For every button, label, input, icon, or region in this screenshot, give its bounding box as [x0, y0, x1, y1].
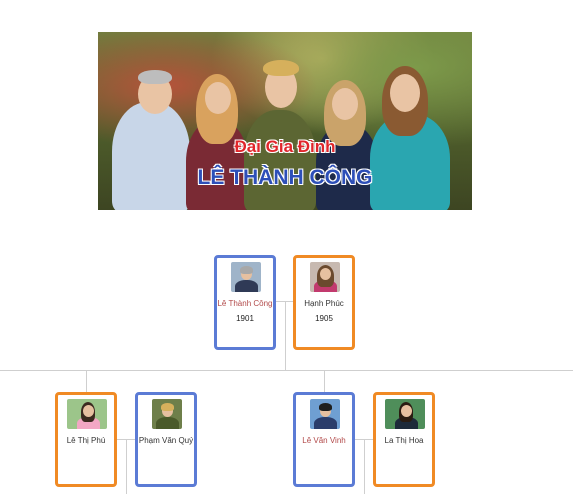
family-banner-image: Đại Gia Đình LÊ THÀNH CÔNG: [98, 32, 472, 210]
banner-title-line2: LÊ THÀNH CÔNG: [197, 166, 373, 189]
person-card-le-thanh-cong[interactable]: Lê Thành Công 1901: [214, 255, 276, 350]
child2-couple-drop: [364, 439, 365, 494]
banner-title-line1: Đại Gia Đình: [234, 137, 336, 156]
person-name: Lê Thị Phú: [66, 436, 106, 445]
avatar: [231, 262, 261, 292]
person-card-le-thi-phu[interactable]: Lê Thị Phú: [55, 392, 117, 487]
avatar: [152, 399, 182, 429]
avatar: [310, 262, 340, 292]
avatar: [310, 399, 340, 429]
child1-drop-line: [86, 370, 87, 392]
person-birth-year: 1905: [315, 314, 333, 323]
generation-horizontal-line: [0, 370, 573, 371]
person-name: Phạm Văn Quý: [138, 436, 194, 445]
person-card-la-thi-hoa[interactable]: La Thị Hoa: [373, 392, 435, 487]
person-card-pham-van-quy[interactable]: Phạm Văn Quý: [135, 392, 197, 487]
person-name: Lê Thành Công: [217, 299, 273, 308]
child2-drop-line: [324, 370, 325, 392]
couple-connector: [276, 301, 293, 302]
person-name: Hạnh Phúc: [304, 299, 344, 308]
person-birth-year: 1901: [236, 314, 254, 323]
avatar: [67, 399, 107, 429]
avatar: [385, 399, 425, 429]
person-name: Lê Văn Vinh: [302, 436, 346, 445]
child1-couple-drop: [126, 439, 127, 494]
root-drop-line: [285, 301, 286, 371]
person-name: La Thị Hoa: [384, 436, 424, 445]
person-card-le-van-vinh[interactable]: Lê Văn Vinh: [293, 392, 355, 487]
person-card-hanh-phuc[interactable]: Hạnh Phúc 1905: [293, 255, 355, 350]
